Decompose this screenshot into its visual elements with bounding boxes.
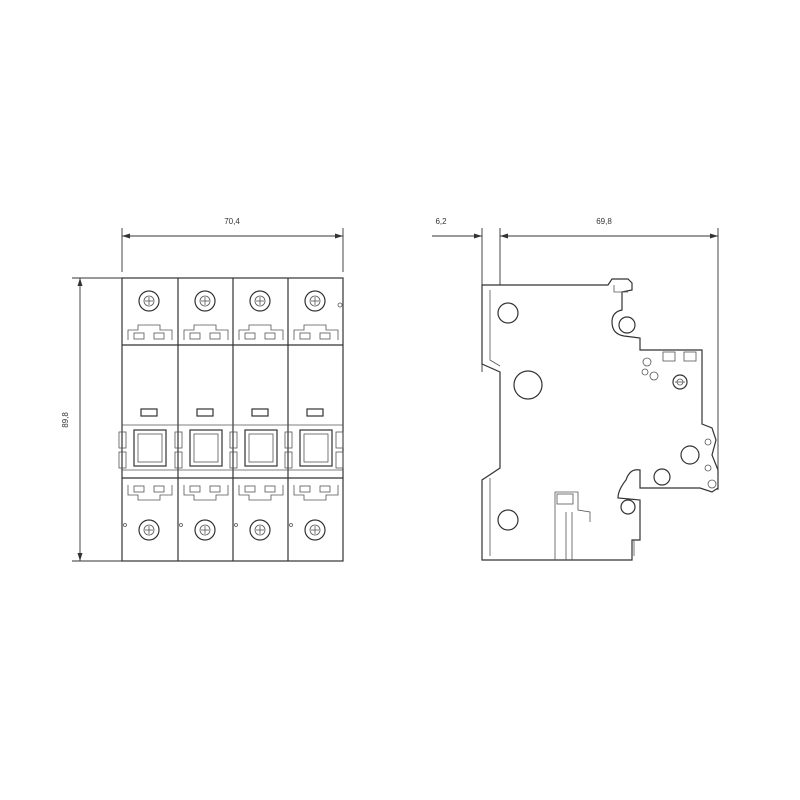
mount-hole-upper — [497, 302, 519, 324]
indicator-window — [251, 408, 269, 417]
terminal-screw-icon — [249, 519, 271, 541]
terminal-screw-icon — [138, 519, 160, 541]
front-height-label: 89,8 — [61, 412, 70, 428]
lower-right-hole — [653, 468, 671, 486]
bottom-slot — [554, 491, 591, 560]
mount-hole-center — [513, 370, 543, 400]
terminal-screw-icon — [194, 519, 216, 541]
side-view: 6,2 69,8 — [432, 217, 719, 561]
terminal-screw-icon — [249, 290, 271, 312]
terminal-screw-icon — [194, 290, 216, 312]
upper-right-hole — [618, 316, 636, 334]
poles — [118, 290, 344, 541]
terminal-screw-icon — [138, 290, 160, 312]
indicator-window — [196, 408, 214, 417]
terminal-screw-icon — [304, 519, 326, 541]
front-width-dimension: 70,4 — [121, 217, 344, 272]
side-depth-label: 69,8 — [596, 217, 612, 226]
front-width-label: 70,4 — [224, 217, 240, 226]
side-outline — [481, 278, 719, 561]
indicator-window — [306, 408, 324, 417]
toggle-handle — [299, 429, 333, 467]
adjust-screw-icon — [672, 374, 688, 390]
side-depth-dimension: 69,8 — [500, 217, 719, 490]
terminal-screw-icon — [304, 290, 326, 312]
front-view: 70,4 89,8 — [61, 217, 344, 562]
mount-hole-lower — [497, 509, 519, 531]
toggle-handle — [133, 429, 167, 467]
front-height-dimension: 89,8 — [61, 277, 122, 562]
side-offset-label: 6,2 — [435, 217, 447, 226]
right-hole — [680, 445, 700, 465]
indicator-window — [140, 408, 158, 417]
toggle-handle — [244, 429, 278, 467]
toggle-handle — [189, 429, 223, 467]
side-offset-dimension: 6,2 — [432, 217, 520, 372]
